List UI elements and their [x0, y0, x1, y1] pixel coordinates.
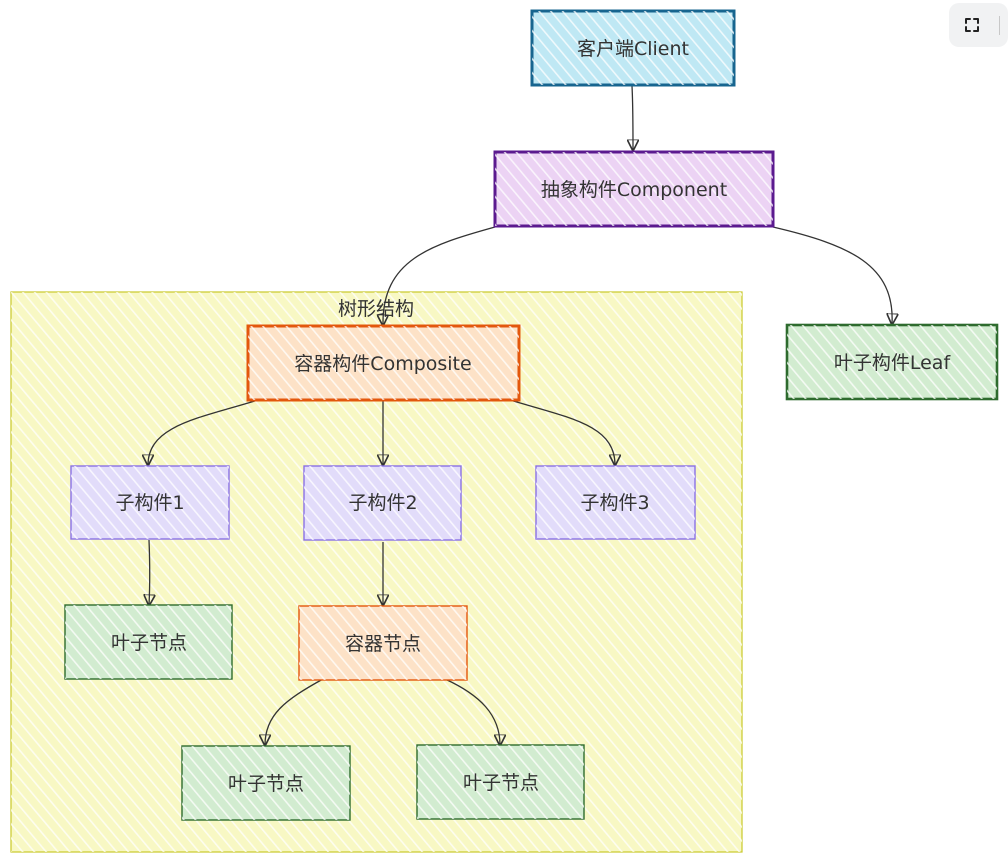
node-child3-label: 子构件3: [580, 492, 649, 514]
edges: [148, 85, 892, 745]
edge-component-to-composite: [383, 226, 496, 325]
toolbar-divider: [999, 16, 1000, 35]
expand-icon: [965, 18, 979, 32]
edge-container-to-leafnode2: [265, 678, 324, 745]
node-container-label: 容器节点: [345, 633, 421, 655]
node-leaf: 叶子构件Leaf: [785, 323, 999, 401]
node-leafnode2-label: 叶子节点: [228, 773, 304, 795]
node-client: 客户端Client: [530, 9, 736, 87]
node-leafnode3: 叶子节点: [416, 744, 585, 820]
edge-composite-to-child1: [148, 399, 259, 465]
node-child3: 子构件3: [535, 465, 696, 540]
node-leafnode1-label: 叶子节点: [111, 632, 187, 654]
node-container: 容器节点: [298, 605, 468, 681]
node-leafnode1: 叶子节点: [64, 604, 233, 680]
edge-child1-to-leafnode1: [149, 539, 150, 605]
edge-client-to-component: [632, 85, 633, 150]
node-composite: 容器构件Composite: [246, 324, 521, 402]
node-component: 抽象构件Component: [493, 150, 775, 228]
node-child2-label: 子构件2: [348, 492, 417, 514]
node-child1: 子构件1: [70, 465, 230, 540]
tree-structure-group-title: 树形结构: [338, 298, 414, 320]
edge-composite-to-child3: [509, 399, 615, 465]
node-leaf-label: 叶子构件Leaf: [834, 352, 952, 374]
fullscreen-button[interactable]: [949, 3, 1008, 47]
node-client-label: 客户端Client: [577, 38, 689, 60]
node-child1-label: 子构件1: [115, 492, 184, 514]
node-leafnode3-label: 叶子节点: [463, 772, 539, 794]
edge-component-to-leaf: [772, 226, 892, 324]
node-component-label: 抽象构件Component: [541, 179, 727, 201]
node-leafnode2: 叶子节点: [181, 745, 351, 821]
node-child2: 子构件2: [303, 465, 462, 541]
edge-container-to-leafnode3: [444, 678, 500, 745]
node-composite-label: 容器构件Composite: [294, 353, 471, 375]
